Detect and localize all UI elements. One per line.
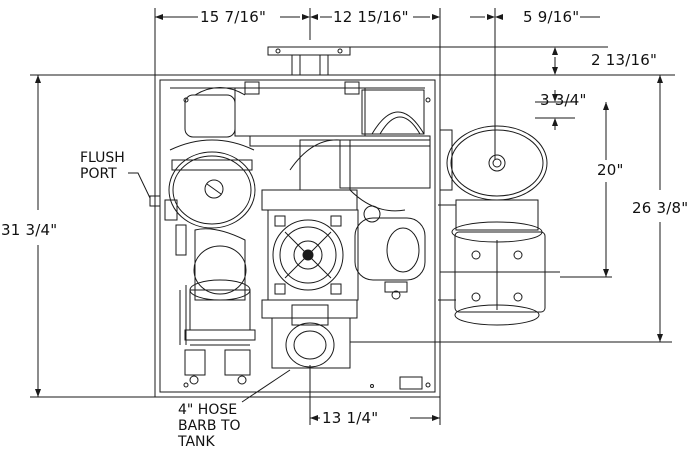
left-motor	[149, 139, 256, 229]
dimension-bottom-width: 13 1/4"	[322, 409, 379, 427]
callout-hose-barb: 4" HOSE BARB TO TANK	[178, 402, 241, 450]
dimension-width-right: 5 9/16"	[523, 8, 580, 26]
dimension-lines	[30, 8, 675, 425]
center-upper-pipe	[289, 139, 431, 223]
dimension-height-26: 26 3/8"	[632, 199, 689, 217]
right-pulley-assembly	[438, 125, 560, 326]
cabinet-frame	[154, 74, 441, 398]
dimension-offset-top: 2 13/16"	[591, 51, 658, 69]
upper-duct	[184, 81, 431, 147]
top-flange	[267, 46, 351, 76]
callout-leaders	[128, 172, 291, 403]
callout-flush-port: FLUSH PORT	[80, 150, 125, 182]
dimension-width-mid: 12 15/16"	[333, 8, 409, 26]
dimension-height-31: 31 3/4"	[1, 221, 58, 239]
dimension-width-left: 15 7/16"	[200, 8, 267, 26]
center-pump	[261, 189, 359, 319]
dimension-offset-inner: 3 3/4"	[540, 91, 587, 109]
dimension-arrowheads	[35, 14, 663, 421]
right-side-unit	[354, 217, 426, 300]
left-lower-assembly	[175, 224, 256, 385]
hose-barb	[271, 304, 351, 369]
dimension-height-20: 20"	[597, 161, 624, 179]
